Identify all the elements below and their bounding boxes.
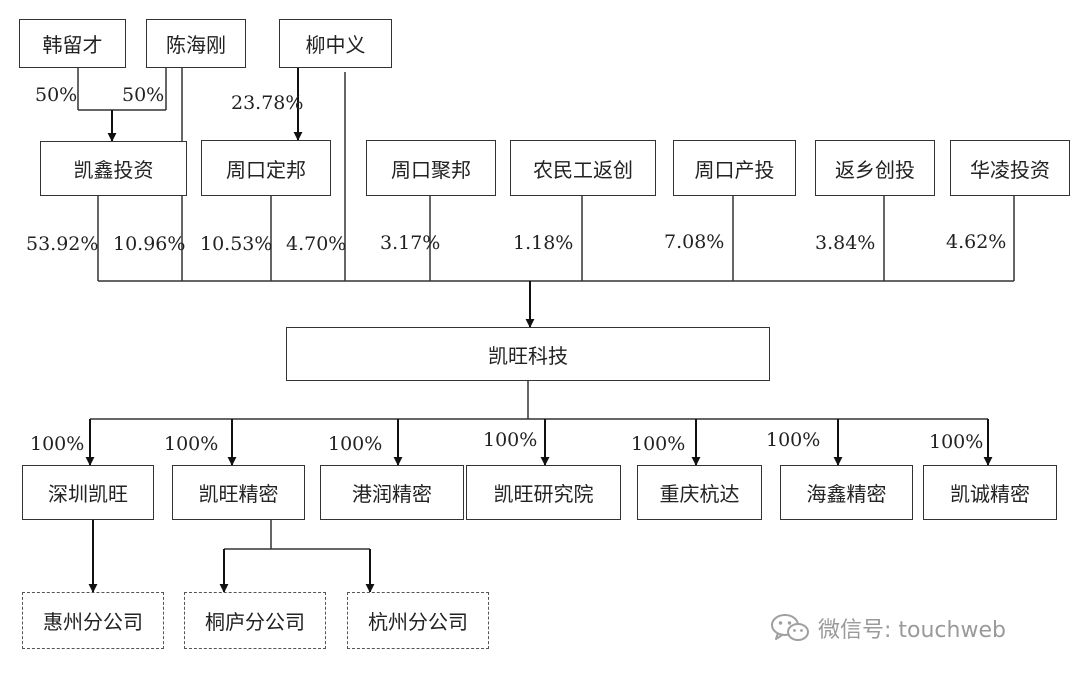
ratio-hualing: 4.62% [946, 231, 1007, 253]
holder-box-fanxiang-chuangtou: 返乡创投 [815, 140, 935, 196]
subsidiary-box-gangrun-jingmi: 港润精密 [320, 465, 464, 520]
ratio-chen-to-kaixin: 50% [122, 84, 165, 106]
ratio-sub-yanjiuyuan: 100% [483, 429, 538, 451]
branch-box-hangzhou: 杭州分公司 [347, 592, 489, 649]
holder-box-kaixin: 凯鑫投资 [40, 141, 187, 196]
shareholder-box-chen: 陈海刚 [146, 19, 246, 68]
ratio-nongmin: 1.18% [513, 232, 574, 254]
subsidiary-box-kaiwang-jingmi: 凯旺精密 [172, 465, 305, 520]
ratio-dingbang: 10.53% [200, 233, 273, 255]
shareholder-box-liu: 柳中义 [279, 19, 392, 68]
ratio-sub-kaicheng: 100% [929, 431, 984, 453]
ratio-sub-gangrun: 100% [328, 433, 383, 455]
watermark-text: 微信号: touchweb [818, 618, 1006, 643]
holder-box-hualing: 华凌投资 [950, 140, 1070, 196]
holder-box-nongmingong-fanchuang: 农民工返创 [510, 140, 656, 196]
wechat-watermark: 微信号: touchweb [770, 612, 1006, 644]
ratio-sub-haixin: 100% [766, 429, 821, 451]
ratio-jubang: 3.17% [380, 232, 441, 254]
ratio-sub-shenzhen: 100% [30, 433, 85, 455]
ratio-kaixin: 53.92% [26, 233, 99, 255]
subsidiary-box-shenzhen-kaiwang: 深圳凯旺 [22, 465, 154, 520]
holder-box-zhoukou-chantou: 周口产投 [673, 140, 796, 196]
subsidiary-box-kaicheng-jingmi: 凯诚精密 [923, 465, 1057, 520]
ratio-sub-kaiwang-jingmi: 100% [164, 433, 219, 455]
branch-box-tonglu: 桐庐分公司 [184, 592, 326, 649]
ratio-chen-direct: 10.96% [113, 233, 186, 255]
ratio-han-to-kaixin: 50% [35, 84, 78, 106]
holder-box-zhoukou-dingbang: 周口定邦 [201, 140, 331, 196]
ratio-chantou: 7.08% [664, 231, 725, 253]
subsidiary-box-kaiwang-yanjiuyuan: 凯旺研究院 [466, 465, 621, 520]
subsidiary-box-chongqing-hangda: 重庆杭达 [637, 465, 762, 520]
holder-box-zhoukou-jubang: 周口聚邦 [366, 140, 496, 196]
wechat-icon [771, 614, 809, 641]
ratio-liu-to-dingbang: 23.78% [231, 92, 304, 114]
ratio-fanxiang: 3.84% [815, 232, 876, 254]
subsidiary-box-haixin-jingmi: 海鑫精密 [780, 465, 913, 520]
shareholder-box-han: 韩留才 [19, 19, 126, 68]
branch-box-huizhou: 惠州分公司 [22, 592, 164, 649]
ratio-liu-direct: 4.70% [286, 233, 347, 255]
company-box: 凯旺科技 [286, 327, 770, 381]
ratio-sub-chongqing: 100% [631, 433, 686, 455]
